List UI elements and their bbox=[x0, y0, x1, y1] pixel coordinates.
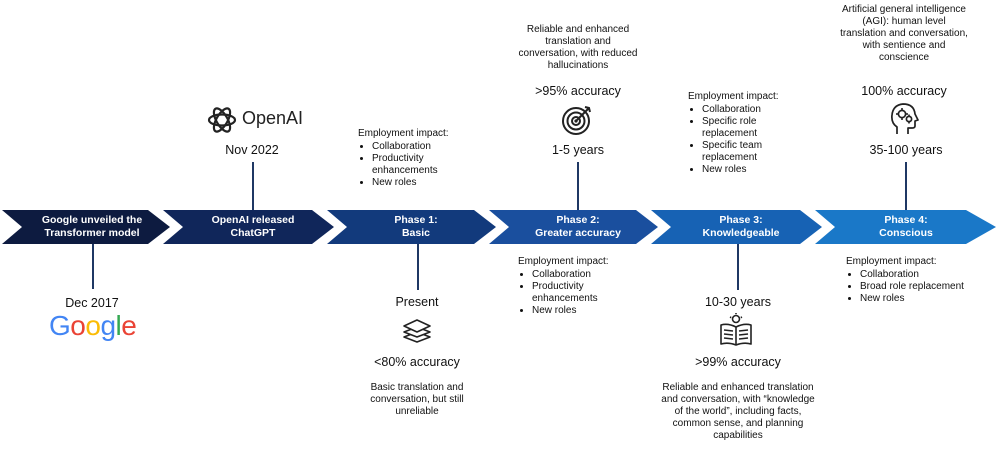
phase2-employment-item: Productivity enhancements bbox=[532, 281, 648, 305]
phase4-employment-item: Broad role replacement bbox=[860, 281, 976, 293]
book-lightbulb-icon bbox=[718, 313, 754, 352]
phase3-accuracy: >99% accuracy bbox=[695, 355, 781, 369]
google-logo-letter: g bbox=[100, 310, 116, 341]
openai-logo-icon bbox=[206, 104, 238, 141]
chevron-phase1 bbox=[327, 210, 496, 244]
connector-phase1 bbox=[417, 244, 419, 290]
phase3-employment-title: Employment impact: bbox=[688, 91, 779, 102]
phase1-employment: Employment impact: Collaboration Product… bbox=[358, 128, 478, 189]
phase1-employment-item: Productivity enhancements bbox=[372, 153, 478, 177]
stacked-layers-icon bbox=[402, 318, 432, 349]
phase1-employment-title: Employment impact: bbox=[358, 128, 449, 139]
phase4-timeframe: 35-100 years bbox=[869, 143, 943, 157]
phase1-accuracy: <80% accuracy bbox=[374, 355, 460, 369]
google-logo: Google bbox=[49, 310, 137, 342]
chevron-label-phase2: Phase 2: Greater accuracy bbox=[535, 214, 621, 239]
phase3-employment-item: New roles bbox=[702, 164, 798, 176]
connector-phase2 bbox=[577, 162, 579, 210]
chevron-label-google: Google unveiled the Transformer model bbox=[41, 214, 143, 239]
google-logo-letter: G bbox=[49, 310, 71, 341]
openai-logo-text: OpenAI bbox=[242, 108, 304, 128]
phase4-employment: Employment impact: Collaboration Broad r… bbox=[846, 256, 976, 305]
chevron-openai bbox=[163, 210, 334, 244]
phase2-timeframe: 1-5 years bbox=[551, 143, 605, 157]
phase3-employment: Employment impact: Collaboration Specifi… bbox=[688, 91, 798, 176]
phase1-description: Basic translation and conversation, but … bbox=[370, 382, 464, 417]
phase2-description: Reliable and enhanced translation and co… bbox=[518, 24, 638, 71]
chevron-label-phase1: Phase 1: Basic bbox=[394, 214, 438, 239]
phase3-employment-item: Collaboration bbox=[702, 104, 798, 116]
phase2-employment-item: New roles bbox=[532, 305, 648, 317]
phase3-employment-item: Specific role replacement bbox=[702, 116, 798, 140]
phase4-employment-title: Employment impact: bbox=[846, 256, 937, 267]
phase3-timeframe: 10-30 years bbox=[704, 295, 771, 309]
phase4-employment-item: New roles bbox=[860, 293, 976, 305]
google-logo-letter: e bbox=[121, 310, 137, 341]
chevron-google bbox=[2, 210, 170, 244]
phase4-employment-item: Collaboration bbox=[860, 269, 976, 281]
phase2-employment: Employment impact: Collaboration Product… bbox=[518, 256, 648, 317]
phase4-accuracy: 100% accuracy bbox=[861, 84, 947, 98]
chevron-label-phase4: Phase 4: Conscious bbox=[879, 214, 933, 239]
google-logo-letter: o bbox=[85, 310, 101, 341]
phase1-employment-item: Collaboration bbox=[372, 141, 478, 153]
phase2-employment-item: Collaboration bbox=[532, 269, 648, 281]
phase4-description: Artificial general intelligence (AGI): h… bbox=[840, 4, 968, 63]
openai-date: Nov 2022 bbox=[225, 143, 279, 157]
connector-phase4 bbox=[905, 162, 907, 210]
phase3-description: Reliable and enhanced translation and co… bbox=[661, 382, 815, 441]
google-logo-letter: o bbox=[70, 310, 86, 341]
target-dart-icon bbox=[561, 104, 593, 141]
head-gears-icon bbox=[888, 102, 920, 141]
phase2-accuracy: >95% accuracy bbox=[535, 84, 621, 98]
phase3-employment-item: Specific team replacement bbox=[702, 140, 798, 164]
chevron-phase4 bbox=[815, 210, 996, 244]
google-logo-letter: l bbox=[115, 310, 122, 341]
phase1-employment-item: New roles bbox=[372, 177, 478, 189]
connector-phase3 bbox=[737, 244, 739, 290]
connector-google bbox=[92, 244, 94, 289]
chevron-label-phase3: Phase 3: Knowledgeable bbox=[702, 214, 780, 239]
phase1-timeframe: Present bbox=[395, 295, 439, 309]
chevron-label-openai: OpenAI released ChatGPT bbox=[211, 214, 295, 239]
connector-openai bbox=[252, 162, 254, 210]
phase2-employment-title: Employment impact: bbox=[518, 256, 609, 267]
google-date: Dec 2017 bbox=[65, 296, 119, 310]
chevron-phase3 bbox=[651, 210, 822, 244]
chevron-phase2 bbox=[489, 210, 658, 244]
